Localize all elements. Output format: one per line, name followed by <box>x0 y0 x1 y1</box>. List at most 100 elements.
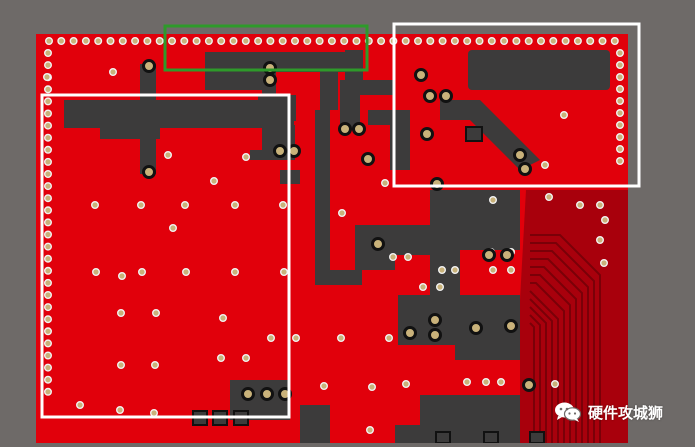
wechat-icon <box>555 402 582 422</box>
via <box>44 278 53 287</box>
through-hole-pad <box>142 165 156 179</box>
via <box>385 334 394 343</box>
via <box>116 361 125 370</box>
via <box>44 169 53 178</box>
via <box>451 266 460 275</box>
via <box>267 334 276 343</box>
via <box>414 37 423 46</box>
via <box>81 37 90 46</box>
via <box>217 37 226 46</box>
watermark-text: 硬件攻城狮 <box>588 403 664 422</box>
via <box>116 309 125 318</box>
via <box>44 157 53 166</box>
via <box>549 37 558 46</box>
via <box>216 354 225 363</box>
via <box>44 242 53 251</box>
through-hole-pad <box>522 378 536 392</box>
via <box>44 230 53 239</box>
via <box>352 37 361 46</box>
via <box>482 378 491 387</box>
via <box>118 37 127 46</box>
via <box>586 37 595 46</box>
via <box>596 200 605 209</box>
via <box>117 272 126 281</box>
via <box>94 37 103 46</box>
through-hole-pad <box>482 248 496 262</box>
via <box>106 37 115 46</box>
via <box>192 37 201 46</box>
via <box>241 37 250 46</box>
via <box>497 378 506 387</box>
via <box>44 133 53 142</box>
through-hole-pad <box>423 89 437 103</box>
through-hole-pad <box>428 328 442 342</box>
via <box>463 37 472 46</box>
via <box>500 37 509 46</box>
via <box>241 354 250 363</box>
via <box>315 37 324 46</box>
via <box>616 72 625 81</box>
through-hole-pad <box>439 89 453 103</box>
via <box>598 37 607 46</box>
via <box>44 182 53 191</box>
via <box>266 37 275 46</box>
through-hole-pad <box>361 152 375 166</box>
through-hole-pad <box>504 319 518 333</box>
through-hole-pad <box>420 127 434 141</box>
via <box>44 339 53 348</box>
via <box>487 37 496 46</box>
via <box>436 283 445 292</box>
via <box>180 200 189 209</box>
via <box>426 37 435 46</box>
via <box>545 192 554 201</box>
via <box>44 254 53 263</box>
via <box>419 283 428 292</box>
via <box>600 259 609 268</box>
via <box>489 195 498 204</box>
through-hole-pad <box>263 61 277 75</box>
via <box>44 145 53 154</box>
via <box>137 268 146 277</box>
via <box>44 121 53 130</box>
through-hole-pad <box>430 177 444 191</box>
via <box>230 200 239 209</box>
via <box>616 49 625 58</box>
via <box>44 387 53 396</box>
via <box>573 37 582 46</box>
via <box>44 61 53 70</box>
via <box>254 37 263 46</box>
via <box>91 268 100 277</box>
via <box>279 200 288 209</box>
through-hole-pad <box>263 73 277 87</box>
through-hole-pad <box>428 313 442 327</box>
via <box>537 37 546 46</box>
via <box>303 37 312 46</box>
via <box>43 72 52 81</box>
via <box>44 351 53 360</box>
through-hole-pads <box>142 59 536 401</box>
via <box>438 266 447 275</box>
via <box>512 37 521 46</box>
via <box>143 37 152 46</box>
via <box>44 194 53 203</box>
through-hole-pad <box>273 144 287 158</box>
via <box>404 252 413 261</box>
via <box>44 218 53 227</box>
via <box>209 176 218 185</box>
via <box>377 37 386 46</box>
via <box>616 156 625 165</box>
via <box>44 315 53 324</box>
via <box>44 375 53 384</box>
via <box>475 37 484 46</box>
top-right-white-highlight-box <box>392 22 641 188</box>
via <box>541 160 550 169</box>
via <box>596 235 605 244</box>
via <box>44 303 53 312</box>
via <box>450 37 459 46</box>
via <box>150 361 159 370</box>
via <box>402 380 411 389</box>
via <box>218 314 227 323</box>
via <box>45 37 54 46</box>
via <box>340 37 349 46</box>
